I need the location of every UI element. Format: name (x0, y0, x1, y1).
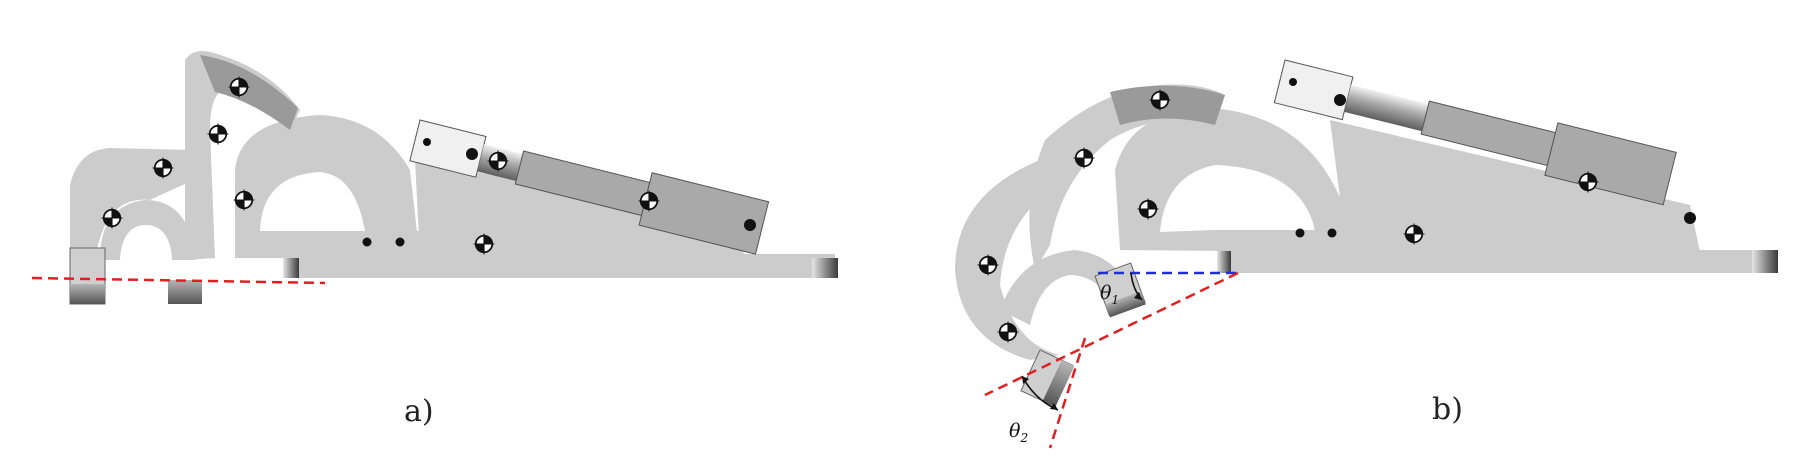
theta1-arrow (1134, 292, 1142, 300)
panel-b-label: b) (1432, 392, 1463, 427)
base-plate-a-start (283, 258, 299, 278)
hole-a-4 (395, 237, 405, 247)
finger-tip-b (1000, 250, 1130, 325)
hole-a-1 (423, 138, 431, 146)
pin-a-2 (207, 123, 229, 145)
reference-line-b-finger2 (1048, 337, 1087, 449)
left-finger-a (70, 148, 205, 260)
panel-b-closed-gripper (955, 59, 1778, 449)
hole-a-3 (362, 237, 372, 247)
linear-actuator-b (1273, 59, 1677, 206)
hole-b-5 (1684, 212, 1696, 224)
theta2-label: θ2 (1009, 420, 1028, 445)
theta2-arrow-2 (1050, 403, 1058, 410)
hole-b-2 (1334, 94, 1346, 106)
finger-top-band-a (200, 55, 298, 130)
support-bracket-a (415, 160, 745, 258)
base-plate-b-start (1217, 250, 1231, 273)
upper-arm-a-hole (260, 172, 365, 231)
base-plate-b-bar (1217, 250, 1777, 273)
linear-actuator-a (409, 119, 770, 255)
base-plate-b-end (1752, 250, 1778, 273)
finger-pad-b-1 (1094, 262, 1146, 318)
support-bracket-b (1330, 120, 1700, 252)
actuator-b-motor (1544, 122, 1677, 206)
finger-top-band-b (1110, 85, 1225, 125)
theta1-symbol: θ (1100, 282, 1112, 304)
finger-pad-a-right (168, 280, 202, 304)
hole-a-5 (744, 219, 756, 231)
base-plate-a-end (812, 258, 838, 278)
panel-a-open-gripper (31, 51, 838, 305)
reference-line-a (31, 276, 326, 285)
hole-b-1 (1289, 78, 1297, 86)
hole-a-2 (466, 148, 478, 160)
actuator-b-rod (1344, 84, 1429, 132)
base-plate-a-bar (283, 258, 838, 278)
theta1-subscript: 1 (1111, 292, 1120, 307)
lower-finger-b (955, 160, 1075, 360)
theta2-symbol: θ (1009, 420, 1021, 442)
left-finger-a-hole (120, 225, 172, 260)
hole-b-3 (1295, 228, 1305, 238)
theta1-label: θ1 (1100, 282, 1119, 307)
theta2-subscript: 2 (1020, 430, 1029, 445)
panel-a-label: a) (404, 394, 434, 429)
upper-arm-b-hole (1160, 165, 1315, 232)
actuator-b-mount (1273, 59, 1354, 121)
hole-b-4 (1327, 228, 1337, 238)
finger-link-b (1029, 84, 1225, 270)
theta2-arrow-1 (1022, 376, 1029, 384)
left-finger-a-inner (100, 200, 195, 260)
finger-pad-a-left-grip (70, 284, 105, 304)
